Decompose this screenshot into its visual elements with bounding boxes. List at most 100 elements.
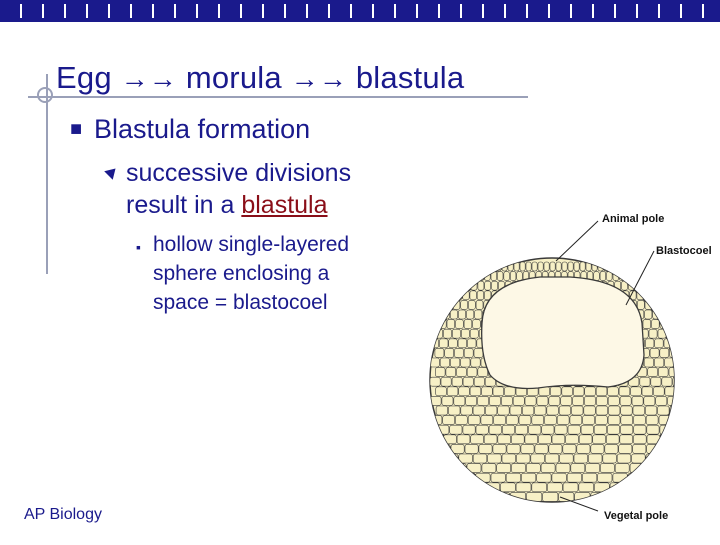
cell [672, 376, 674, 387]
cell [469, 328, 479, 339]
cell [544, 415, 557, 425]
cell [461, 492, 478, 502]
cell [463, 280, 471, 291]
cell [672, 424, 674, 435]
cell [460, 300, 468, 310]
cell [469, 386, 482, 397]
bullet-level3-line: space = blastocoel [153, 291, 328, 314]
cell [631, 453, 646, 464]
cell [472, 453, 488, 464]
cell [450, 357, 461, 368]
cell [430, 492, 446, 502]
cell [530, 453, 545, 464]
cell [658, 367, 669, 377]
cell [497, 434, 511, 445]
cell [649, 348, 660, 358]
cell [593, 424, 607, 435]
cell [645, 338, 655, 349]
cell [652, 300, 660, 310]
cell [484, 290, 492, 301]
cell [573, 453, 588, 464]
cell [658, 415, 672, 425]
cell [430, 472, 445, 483]
cell [437, 501, 455, 502]
cell [472, 405, 485, 416]
cell [457, 280, 464, 291]
cell [471, 261, 478, 272]
diamond-bullet-icon [104, 164, 120, 180]
cell [519, 261, 526, 272]
cell [492, 444, 507, 454]
cell [501, 396, 513, 406]
cell [446, 319, 455, 329]
cell [571, 405, 584, 416]
cell [597, 472, 613, 483]
cell [465, 396, 477, 406]
arrow-right-icon: → [120, 63, 149, 94]
cell [595, 405, 608, 416]
cell [654, 357, 665, 368]
cell [664, 386, 674, 397]
cell [671, 415, 674, 425]
cell [607, 396, 620, 406]
cell [496, 463, 511, 473]
cell [489, 261, 496, 272]
cell [469, 290, 477, 301]
cell [460, 328, 470, 339]
cell [501, 453, 516, 464]
cell [480, 415, 494, 425]
cell [470, 501, 488, 502]
cell [643, 357, 654, 368]
cell [515, 424, 529, 435]
cell [526, 463, 541, 473]
cell [460, 405, 473, 416]
animal-pole-leader [555, 220, 599, 262]
cell [452, 271, 459, 281]
cell [580, 424, 594, 435]
cell [595, 415, 608, 425]
cell [659, 463, 674, 473]
cell [607, 424, 620, 435]
cell [449, 424, 463, 435]
cell [504, 501, 521, 502]
cell [463, 348, 474, 358]
cell [464, 444, 479, 454]
cell [606, 492, 623, 502]
cell [567, 261, 574, 272]
cell [445, 492, 462, 502]
cell [599, 271, 607, 281]
cell [609, 482, 626, 493]
cell [484, 280, 491, 291]
cell [448, 338, 458, 349]
cell [512, 396, 525, 406]
cell [570, 463, 586, 473]
cell [668, 309, 674, 320]
cell [477, 280, 485, 291]
bullet-level3-line: sphere enclosing a [153, 262, 330, 285]
cell [470, 357, 481, 368]
cell [676, 329, 684, 338]
cell [665, 290, 673, 301]
cell [546, 405, 559, 416]
cell [554, 424, 568, 435]
cell [531, 415, 545, 425]
cell [643, 472, 659, 483]
cell [462, 424, 476, 435]
cell [430, 415, 443, 425]
cell [658, 290, 666, 301]
cell [446, 386, 459, 397]
banner-edge [0, 20, 720, 22]
cell [507, 261, 514, 272]
square-bullet-icon: ■ [70, 118, 83, 140]
cell [437, 300, 445, 310]
cell [654, 492, 671, 502]
label-vegetal-pole: Vegetal pole [604, 510, 669, 522]
cell [448, 405, 461, 416]
cell [642, 319, 651, 329]
cell [443, 328, 452, 339]
banner-stripes [0, 4, 720, 18]
blastula-highlight: blastula [241, 191, 328, 219]
title-egg: Egg [56, 60, 112, 95]
cell [644, 463, 660, 473]
cell [573, 386, 585, 397]
